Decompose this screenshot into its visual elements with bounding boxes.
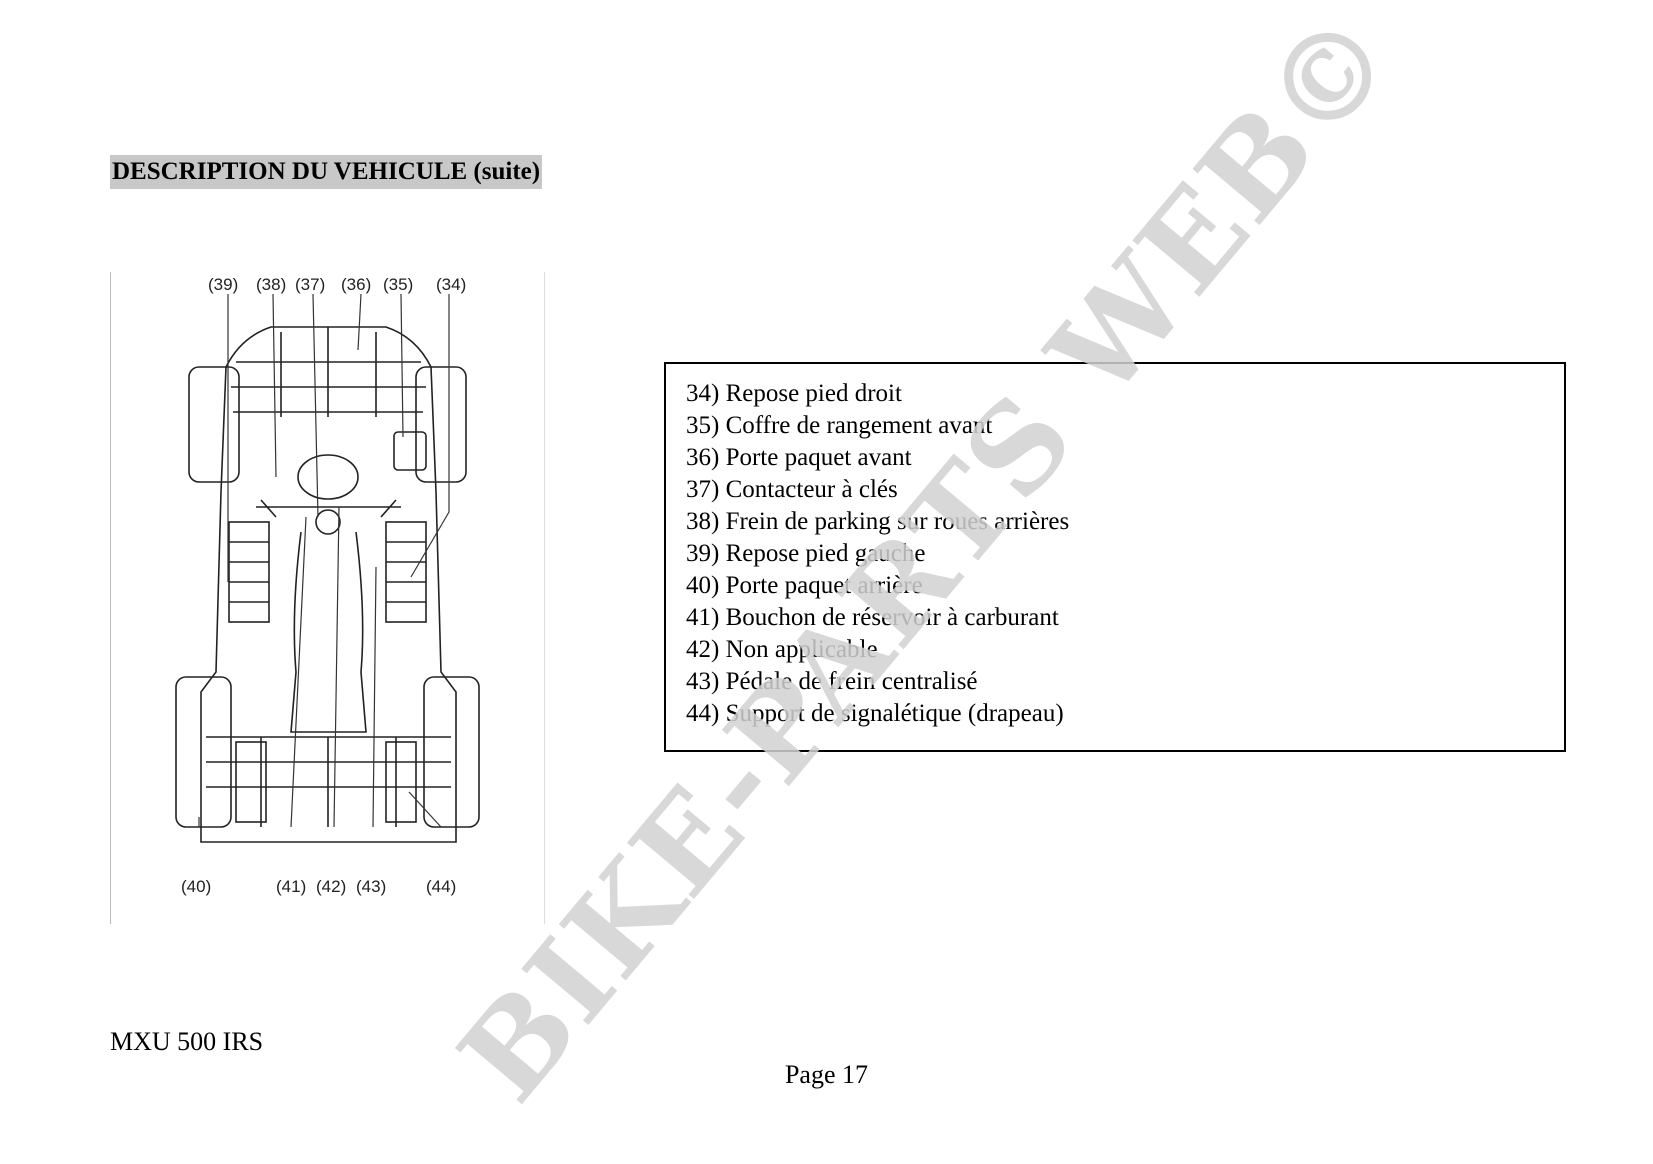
callout-42: (42) [316, 877, 346, 896]
callout-35: (35) [383, 275, 413, 294]
callout-38: (38) [256, 275, 286, 294]
legend-item: 42) Non applicable [686, 636, 878, 663]
legend-item: 35) Coffre de rangement avant [686, 412, 993, 439]
atv-top-view-drawing: (39) (38) (37) (36) (35) (34) (40) (41) … [175, 275, 480, 896]
callout-39: (39) [208, 275, 238, 294]
legend-item: 44) Support de signalétique (drapeau) [686, 700, 1064, 727]
vehicle-diagram: (39) (38) (37) (36) (35) (34) (40) (41) … [110, 272, 545, 924]
legend-item: 43) Pédale de frein centralisé [686, 668, 978, 695]
callout-43: (43) [356, 877, 386, 896]
callout-37: (37) [295, 275, 325, 294]
callout-34: (34) [436, 275, 466, 294]
legend-item: 38) Frein de parking sur roues arrières [686, 508, 1070, 535]
page-title: DESCRIPTION DU VEHICULE (suite) [110, 155, 543, 189]
callout-44: (44) [426, 877, 456, 896]
callout-40: (40) [181, 877, 211, 896]
legend-item: 41) Bouchon de réservoir à carburant [686, 604, 1059, 631]
legend-item: 34) Repose pied droit [686, 380, 902, 407]
page-number: Page 17 [784, 1060, 869, 1089]
callout-36: (36) [341, 275, 371, 294]
legend-item: 39) Repose pied gauche [686, 540, 926, 567]
legend-item: 36) Porte paquet avant [686, 444, 912, 471]
legend-item: 40) Porte paquet arrière [686, 572, 923, 599]
legend-box: 34) Repose pied droit 35) Coffre de rang… [664, 362, 1566, 752]
legend-list: 34) Repose pied droit 35) Coffre de rang… [666, 364, 1564, 730]
model-name: MXU 500 IRS [110, 1027, 264, 1056]
legend-item: 37) Contacteur à clés [686, 476, 898, 503]
callout-41: (41) [276, 877, 306, 896]
